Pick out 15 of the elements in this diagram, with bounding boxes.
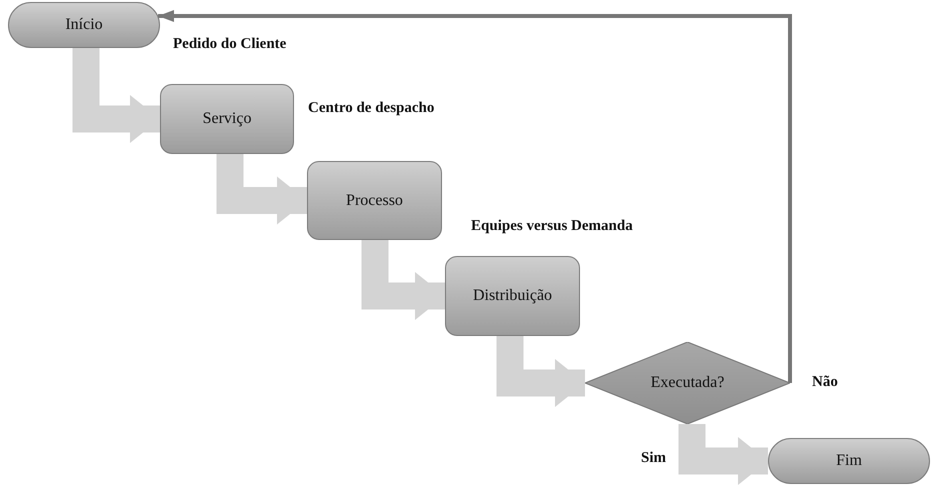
process-box: Processo — [307, 161, 442, 240]
process-box: Serviço — [160, 84, 294, 154]
node-caption: Centro de despacho — [308, 100, 434, 117]
decision-diamond: Executada? — [585, 342, 790, 424]
node-caption: Equipes versus Demanda — [471, 218, 633, 235]
arrow — [678, 424, 768, 485]
arrow — [496, 336, 585, 407]
arrow — [362, 240, 445, 320]
terminal-box: Início — [8, 2, 160, 48]
arrow — [158, 10, 792, 383]
process-box: Distribuição — [445, 256, 580, 336]
arrow — [216, 154, 307, 224]
terminal-box: Fim — [768, 438, 930, 484]
node-caption: Pedido do Cliente — [173, 36, 286, 53]
arrow — [72, 48, 160, 143]
